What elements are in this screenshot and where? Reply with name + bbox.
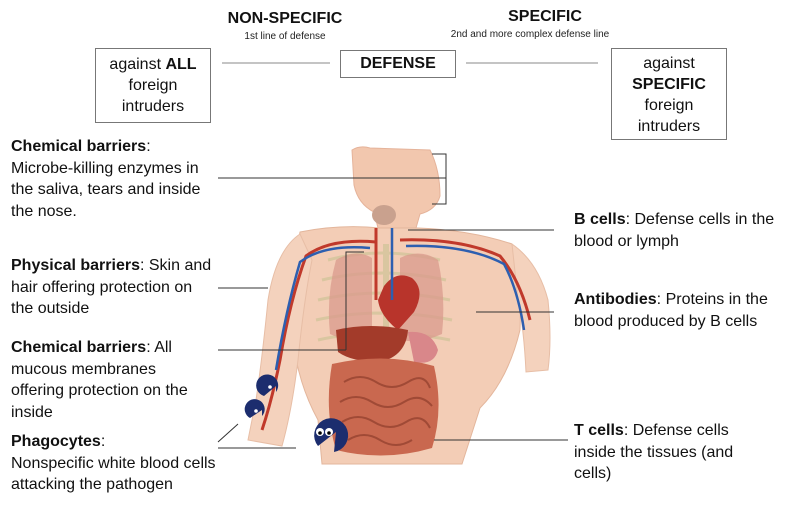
label-b-cells: B cells: Defense cells in the blood or l…	[574, 209, 779, 252]
human-torso-illustration	[247, 146, 551, 465]
nonspecific-box-bold: ALL	[165, 56, 197, 73]
label-sep: :	[625, 211, 631, 228]
specific-box: against SPECIFIC foreign intruders	[611, 48, 727, 140]
specific-subtitle: 2nd and more complex defense line	[450, 29, 610, 40]
label-phagocytes: Phagocytes: Nonspecific white blood cell…	[11, 431, 216, 496]
label-text: Microbe-killing enzymes in the saliva, t…	[11, 159, 201, 220]
label-title: Antibodies	[574, 291, 657, 308]
nonspecific-subtitle: 1st line of defense	[244, 31, 326, 42]
label-text: All mucous membranes offering protection…	[11, 339, 188, 421]
label-sep: :	[100, 433, 106, 450]
specific-box-post: foreign intruders	[637, 97, 701, 135]
label-text: Nonspecific white blood cells attacking …	[11, 454, 216, 494]
nonspecific-box-post: foreign intruders	[121, 77, 185, 115]
defense-box: DEFENSE	[340, 50, 456, 78]
label-sep: :	[656, 291, 662, 308]
leader-phagocyte-a	[217, 423, 239, 443]
nonspecific-box-pre: against	[109, 56, 166, 73]
label-text: Proteins in the blood produced by B cell…	[574, 291, 768, 330]
head-bracket	[432, 153, 447, 205]
label-physical-barriers: Physical barriers: Skin and hair offerin…	[11, 255, 216, 320]
label-title: Physical barriers	[11, 257, 140, 274]
phagocyte-icon	[314, 418, 349, 452]
leader-chemical-2-branch	[345, 251, 364, 350]
label-text: Defense cells inside the tissues (and ce…	[574, 422, 734, 482]
label-sep: :	[146, 138, 151, 155]
label-title: Chemical barriers	[11, 339, 147, 356]
nonspecific-box: against ALL foreign intruders	[95, 48, 211, 123]
label-sep: :	[623, 422, 629, 439]
label-title: T cells	[574, 422, 624, 439]
specific-box-bold: SPECIFIC	[632, 76, 706, 93]
phagocyte-icon	[256, 374, 279, 396]
specific-box-pre: against	[643, 55, 695, 72]
defense-label: DEFENSE	[360, 55, 436, 72]
label-text: Defense cells in the blood or lymph	[574, 211, 775, 250]
label-title: Chemical barriers	[11, 138, 147, 155]
label-sep: :	[146, 339, 151, 356]
label-antibodies: Antibodies: Proteins in the blood produc…	[574, 289, 779, 332]
phagocyte-icon	[244, 399, 265, 418]
label-title: B cells	[574, 211, 626, 228]
label-text: Skin and hair offering protection on the…	[11, 257, 212, 317]
label-chemical-barriers-2: Chemical barriers: All mucous membranes …	[11, 337, 201, 423]
label-title: Phagocytes	[11, 433, 101, 450]
label-chemical-barriers-1: Chemical barriers: Microbe-killing enzym…	[11, 136, 216, 222]
specific-title: SPECIFIC	[508, 8, 582, 25]
label-sep: :	[139, 257, 145, 274]
label-t-cells: T cells: Defense cells inside the tissue…	[574, 420, 774, 485]
nonspecific-title: NON-SPECIFIC	[227, 10, 343, 27]
